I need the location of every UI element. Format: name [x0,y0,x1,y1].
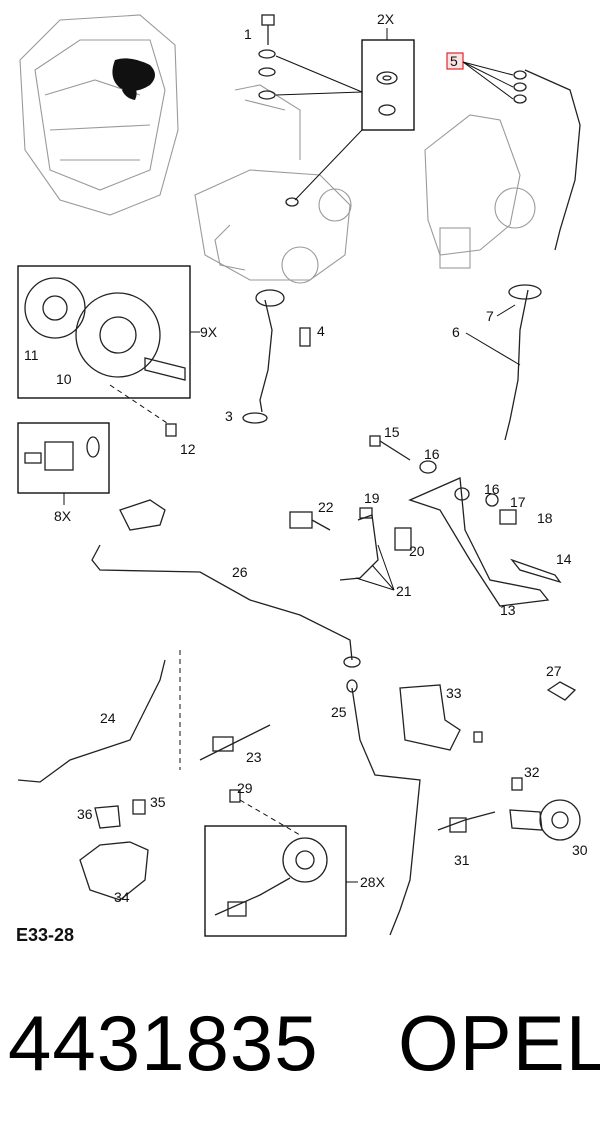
callout-7: 7 [486,308,494,324]
callout-19: 19 [364,490,380,506]
callout-31: 31 [454,852,470,868]
callout-17: 17 [510,494,526,510]
callout-26: 26 [232,564,248,580]
highlight-box [446,52,464,70]
callout-4: 4 [317,323,325,339]
callout-1: 1 [244,26,252,42]
callout-30: 30 [572,842,588,858]
callout-12: 12 [180,441,196,457]
part-1-bolt [258,14,276,100]
callout-20: 20 [409,543,425,559]
callout-5: 5 [450,53,458,69]
callout-24: 24 [100,710,116,726]
callout-16b: 16 [484,481,500,497]
callout-15: 15 [384,424,400,440]
brand-name: OPEL [398,999,600,1087]
callout-18: 18 [537,510,553,526]
callout-2x: 2X [377,11,395,27]
callout-23: 23 [246,749,262,765]
callout-8x: 8X [54,508,72,524]
callout-34: 34 [114,889,130,905]
callout-14: 14 [556,551,572,567]
callout-36: 36 [77,806,93,822]
turbocharger-left [194,84,352,284]
release-bearing-box [204,825,347,937]
part-number: 4431835 [8,999,319,1087]
figure-code: E33-28 [16,925,74,945]
callout-22: 22 [318,499,334,515]
callout-10: 10 [56,371,72,387]
callout-11: 11 [24,347,39,363]
callout-27: 27 [546,663,562,679]
callout-13: 13 [500,602,516,618]
sensor-kit-box [17,422,110,494]
callout-9x: 9X [200,324,218,340]
callout-6: 6 [452,324,460,340]
clutch-kit-box [17,265,191,399]
callout-33: 33 [446,685,462,701]
engine-thumbnail [19,14,179,216]
callout-32: 32 [524,764,540,780]
callout-16a: 16 [424,446,440,462]
pedal-assembly [339,435,562,607]
callout-28x: 28X [360,874,386,890]
callout-3: 3 [225,408,233,424]
turbocharger-right [424,69,581,269]
callout-25: 25 [331,704,347,720]
callout-21: 21 [396,583,412,599]
washer-kit-box [361,39,415,131]
exploded-parts-diagram: 1 2X 5 9X 11 10 12 3 4 7 6 [16,11,588,945]
callout-29: 29 [237,780,253,796]
callout-35: 35 [150,794,166,810]
